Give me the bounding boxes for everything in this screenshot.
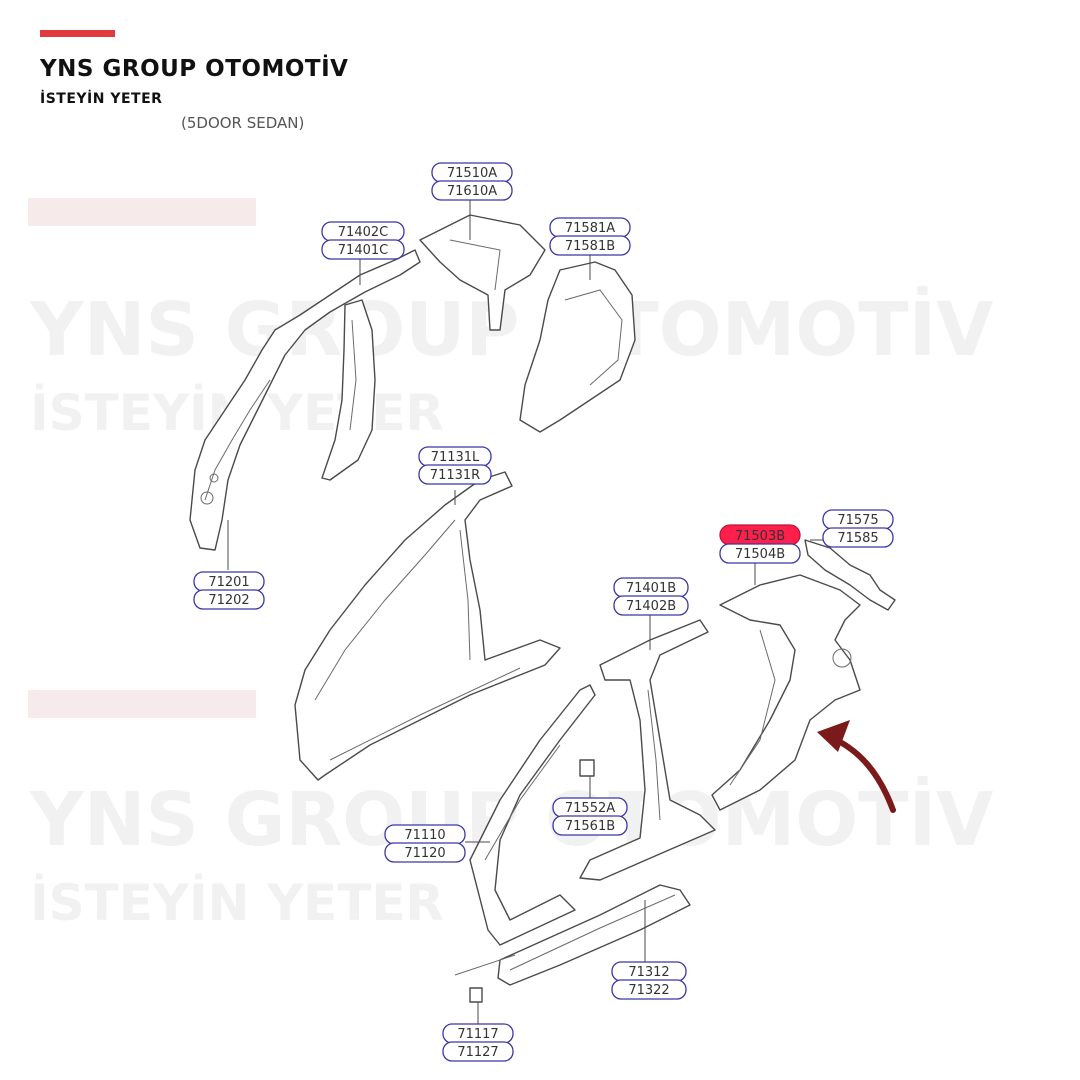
- callout-line1: 71575: [837, 513, 878, 528]
- callout-line2: 71401C: [338, 243, 388, 258]
- watermark-top-line1: YNS GROUP OTOMOTİV: [29, 285, 993, 373]
- callout-71312: 71312 71322: [611, 961, 687, 1000]
- callout-line2: 71581B: [565, 239, 615, 254]
- callout-71401B: 71401B 71402B: [613, 577, 689, 616]
- callout-line2: 71120: [404, 846, 445, 861]
- callout-71503B-highlighted: 71503B 71504B: [719, 524, 801, 564]
- indicator-arrow-icon: [817, 720, 896, 813]
- callout-line2: 71402B: [626, 599, 676, 614]
- part-side-sill: [497, 884, 691, 986]
- part-roof-rail-bracket: [419, 214, 546, 331]
- callout-line1: 71581A: [565, 221, 615, 236]
- callout-line1: 71402C: [338, 225, 388, 240]
- part-side-outer-panel: [294, 471, 561, 781]
- callout-71581A: 71581A 71581B: [549, 217, 631, 256]
- brand-accent-bar: [40, 30, 115, 37]
- callout-line2: 71131R: [430, 468, 480, 483]
- callout-71575: 71575 71585: [822, 509, 894, 548]
- part-quarter-bracket: [804, 539, 896, 611]
- callout-line1: 71401B: [626, 581, 676, 596]
- part-front-pillar-inner: [189, 249, 421, 551]
- part-small-bracket: [454, 954, 516, 1003]
- callout-71117: 71117 71127: [442, 1023, 514, 1062]
- callout-line2: 71322: [628, 983, 669, 998]
- part-b-pillar-inner: [321, 299, 376, 481]
- callout-line1: 71312: [628, 965, 669, 980]
- callout-71201: 71201 71202: [193, 571, 265, 610]
- callout-71510A: 71510A 71610A: [431, 162, 513, 201]
- callout-71110: 71110 71120: [384, 824, 466, 863]
- watermark-bottom: YNS GROUP OTOMOTİV İSTEYİN YETER: [28, 690, 993, 932]
- callout-line1: 71110: [404, 828, 445, 843]
- part-quarter-inner-upper: [519, 261, 636, 433]
- callout-line1: 71503B: [735, 529, 785, 544]
- callout-line1: 71552A: [565, 801, 615, 816]
- callout-line2: 71585: [837, 531, 878, 546]
- callout-line2: 71202: [208, 593, 249, 608]
- callout-71131L: 71131L 71131R: [418, 446, 492, 485]
- watermark-bottom-line2: İSTEYİN YETER: [30, 874, 444, 932]
- callout-line2: 71127: [457, 1045, 498, 1060]
- callout-line1: 71131L: [431, 450, 480, 465]
- callout-line1: 71201: [208, 575, 249, 590]
- part-quarter-panel: [711, 574, 861, 811]
- callout-line2: 71610A: [447, 184, 497, 199]
- part-b-pillar-outer: [579, 619, 716, 881]
- diagram-variant-label: (5DOOR SEDAN): [181, 114, 305, 132]
- callout-line2: 71561B: [565, 819, 615, 834]
- brand-tagline: İSTEYİN YETER: [40, 91, 163, 107]
- callout-71552A: 71552A 71561B: [552, 797, 628, 836]
- callout-line1: 71117: [457, 1027, 498, 1042]
- callout-71402C: 71402C 71401C: [321, 221, 405, 260]
- callout-line1: 71510A: [447, 166, 497, 181]
- callout-line2: 71504B: [735, 547, 785, 562]
- part-front-pillar-outer: [469, 684, 596, 946]
- brand-title: YNS GROUP OTOMOTİV: [40, 56, 349, 82]
